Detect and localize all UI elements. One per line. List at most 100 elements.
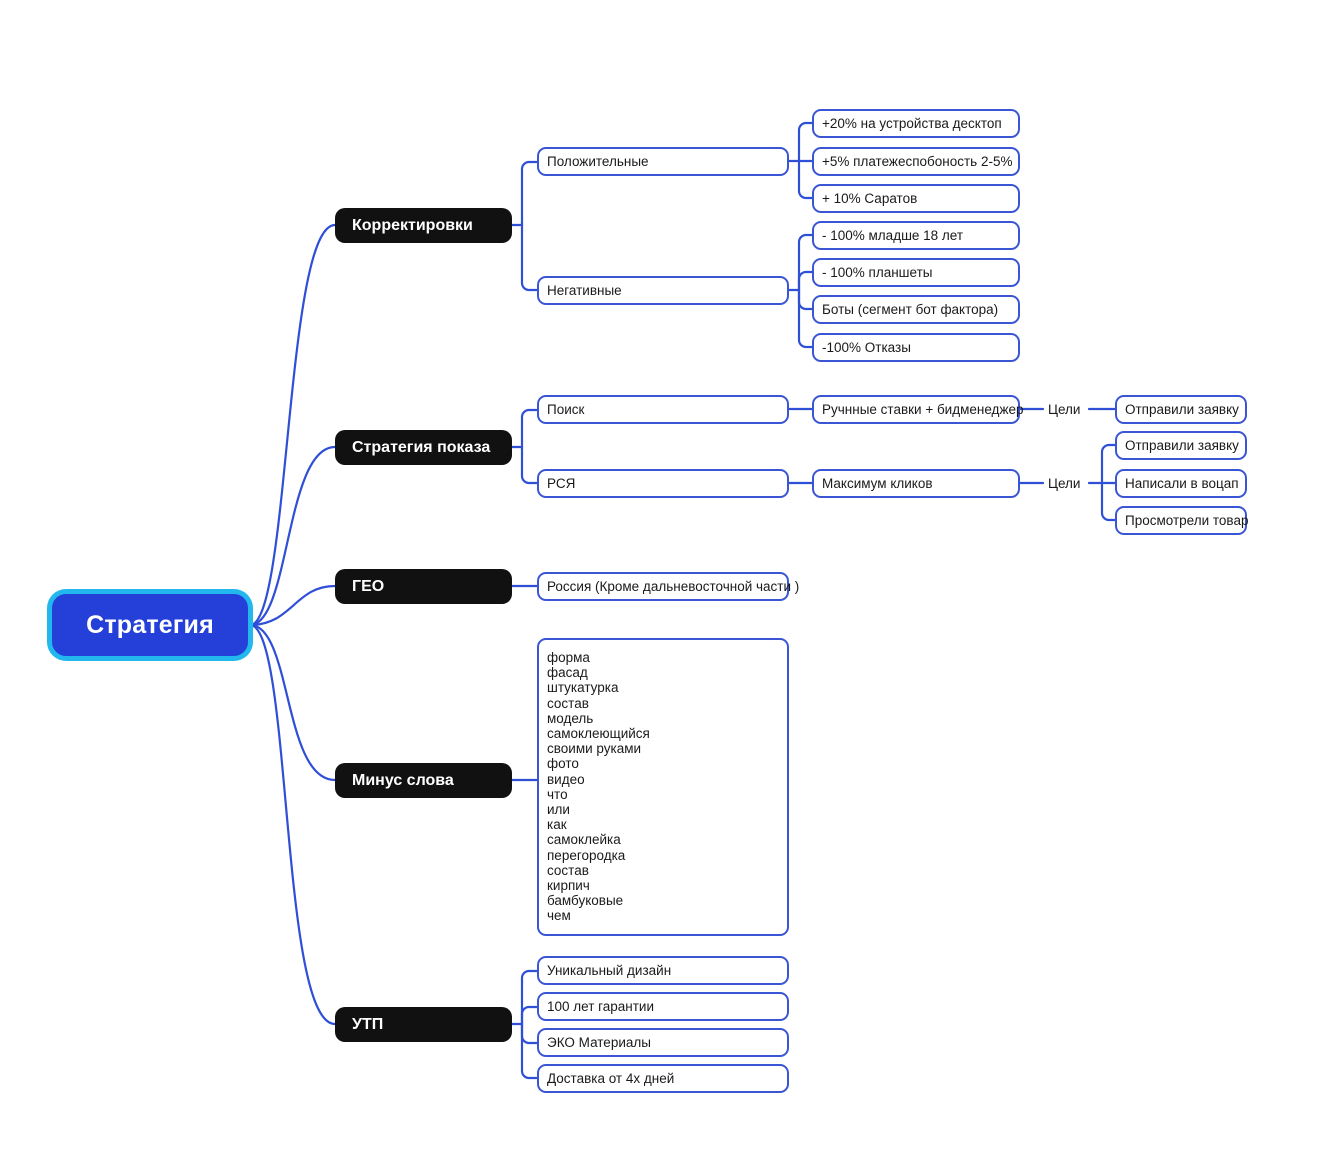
- node-label: Негативные: [547, 283, 622, 298]
- wire-korr-neg: [520, 223, 539, 292]
- minus-word-item: чем: [547, 908, 571, 924]
- wire-root-utp: [248, 623, 337, 1026]
- minus-word-item: модель: [547, 710, 594, 726]
- wire-utp-2: [520, 1005, 539, 1026]
- leaf-label: Доставка от 4х дней: [547, 1071, 675, 1086]
- branch-node-geo[interactable]: ГЕО: [335, 569, 512, 604]
- wire-sp-rsya: [520, 445, 539, 485]
- leaf-utp-2[interactable]: 100 лет гарантии: [537, 992, 789, 1021]
- node-strategy-poisk[interactable]: Ручнные ставки + бидменеджер: [812, 395, 1024, 424]
- leaf-korr-pos-2[interactable]: +5% платежеспобоность 2-5%: [812, 147, 1020, 176]
- branch-node-minus-slova[interactable]: Минус слова: [335, 763, 512, 798]
- minus-word-item: фасад: [547, 665, 588, 681]
- leaf-korr-neg-2[interactable]: - 100% планшеты: [812, 258, 1020, 287]
- leaf-label: Боты (сегмент бот фактора): [822, 302, 999, 317]
- wire-celi2-goal1: [1100, 443, 1117, 485]
- minus-word-item: состав: [547, 695, 589, 711]
- leaf-geo-russia[interactable]: Россия (Кроме дальневосточной части ): [537, 572, 799, 601]
- wire-korr-pos: [520, 160, 539, 227]
- node-label: Ручнные ставки + бидменеджер: [822, 402, 1024, 417]
- goal-rsya-3[interactable]: Просмотрели товар: [1115, 506, 1249, 535]
- goal-poisk-1[interactable]: Отправили заявку: [1115, 395, 1247, 424]
- leaf-label: - 100% младше 18 лет: [822, 228, 964, 243]
- wire-pos-3: [797, 159, 814, 200]
- leaf-label: - 100% планшеты: [822, 265, 933, 280]
- leaf-korr-neg-3[interactable]: Боты (сегмент бот фактора): [812, 295, 1020, 324]
- goal-label: Отправили заявку: [1125, 438, 1239, 453]
- node-label: Поиск: [547, 402, 585, 417]
- node-label: Максимум кликов: [822, 476, 933, 491]
- wire-neg-1: [797, 233, 814, 292]
- leaf-label: Россия (Кроме дальневосточной части ): [547, 579, 800, 594]
- minus-word-item: самоклейка: [547, 832, 621, 848]
- wire-root-strategiya-pokaza: [248, 445, 337, 627]
- node-label: Положительные: [547, 154, 649, 169]
- node-strategy-rsya[interactable]: Максимум кликов: [812, 469, 1020, 498]
- minus-word-item: что: [547, 786, 568, 802]
- branch-label: ГЕО: [352, 577, 385, 595]
- leaf-utp-4[interactable]: Доставка от 4х дней: [537, 1064, 789, 1093]
- leaf-label: Уникальный дизайн: [547, 963, 672, 978]
- wire-neg-4: [797, 288, 814, 349]
- root-node-label: Стратегия: [86, 610, 214, 639]
- minus-word-item: видео: [547, 771, 585, 787]
- leaf-korr-neg-4[interactable]: -100% Отказы: [812, 333, 1020, 362]
- node-label: РСЯ: [547, 476, 576, 491]
- minus-word-item: кирпич: [547, 878, 590, 894]
- leaf-label: + 10% Саратов: [822, 191, 918, 206]
- minus-word-item: состав: [547, 862, 589, 878]
- branch-label: УТП: [352, 1015, 384, 1033]
- wire-neg-3: [797, 288, 814, 311]
- branch-label: Минус слова: [352, 771, 454, 789]
- goal-label: Отправили заявку: [1125, 402, 1239, 417]
- leaf-label: ЭКО Материалы: [547, 1035, 651, 1050]
- node-polozhitelnye[interactable]: Положительные: [537, 147, 789, 176]
- leaf-utp-1[interactable]: Уникальный дизайн: [537, 956, 789, 985]
- leaf-korr-pos-3[interactable]: + 10% Саратов: [812, 184, 1020, 213]
- minus-word-item: как: [547, 817, 567, 833]
- minus-word-item: или: [547, 802, 570, 818]
- leaf-korr-neg-1[interactable]: - 100% младше 18 лет: [812, 221, 1020, 250]
- node-rsya[interactable]: РСЯ: [537, 469, 789, 498]
- goal-rsya-1[interactable]: Отправили заявку: [1115, 431, 1247, 460]
- node-poisk[interactable]: Поиск: [537, 395, 789, 424]
- goal-label: Просмотрели товар: [1125, 513, 1249, 528]
- celi-text: Цели: [1048, 476, 1081, 491]
- wire-root-korrektirovki: [248, 223, 337, 627]
- minus-word-item: самоклеющийся: [547, 726, 650, 742]
- branch-node-utp[interactable]: УТП: [335, 1007, 512, 1042]
- minus-word-item: перегородка: [547, 847, 626, 863]
- celi-text: Цели: [1048, 402, 1081, 417]
- label-celi-poisk: Цели: [1048, 395, 1080, 424]
- goal-rsya-2[interactable]: Написали в воцап: [1115, 469, 1247, 498]
- wire-utp-3: [520, 1022, 539, 1045]
- wire-neg-2: [797, 270, 814, 292]
- leaf-label: 100 лет гарантии: [547, 999, 655, 1014]
- leaf-label: +20% на устройства десктоп: [822, 116, 1002, 131]
- minus-word-item: форма: [547, 650, 590, 665]
- minus-word-item: бамбуковые: [547, 893, 624, 909]
- wire-root-minus-slova: [248, 623, 337, 782]
- branch-node-korrektirovki[interactable]: Корректировки: [335, 208, 512, 243]
- branch-label: Корректировки: [352, 216, 473, 234]
- minus-word-item: своими руками: [547, 741, 642, 757]
- branch-node-strategiya-pokaza[interactable]: Стратегия показа: [335, 430, 512, 465]
- wire-root-geo: [248, 584, 337, 627]
- leaf-korr-pos-1[interactable]: +20% на устройства десктоп: [812, 109, 1020, 138]
- leaf-label: -100% Отказы: [822, 340, 911, 355]
- wire-sp-poisk: [520, 408, 539, 449]
- branch-label: Стратегия показа: [352, 438, 491, 456]
- root-node-strategy[interactable]: Стратегия: [52, 594, 248, 656]
- leaf-utp-3[interactable]: ЭКО Материалы: [537, 1028, 789, 1057]
- goal-label: Написали в воцап: [1125, 476, 1239, 491]
- label-celi-rsya: Цели: [1048, 469, 1080, 498]
- wire-utp-4: [520, 1022, 539, 1080]
- node-negativnye[interactable]: Негативные: [537, 276, 789, 305]
- wire-celi2-goal3: [1100, 481, 1117, 522]
- minus-word-item: штукатурка: [547, 680, 619, 696]
- leaf-label: +5% платежеспобоность 2-5%: [822, 154, 1013, 169]
- wire-utp-1: [520, 969, 539, 1026]
- wire-pos-1: [797, 121, 814, 163]
